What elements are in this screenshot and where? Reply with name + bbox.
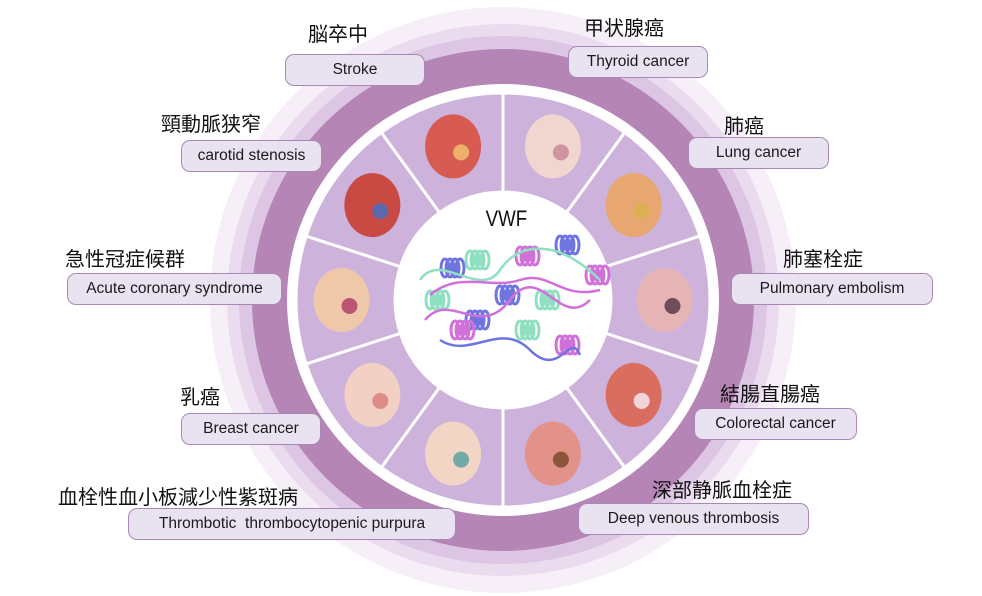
- protein-helix: [464, 319, 476, 341]
- protein-loop: [439, 337, 582, 362]
- label-stroke: Stroke: [285, 54, 425, 86]
- label-ttp: Thrombotic thrombocytopenic purpura: [128, 508, 456, 540]
- protein-helix: [464, 249, 476, 271]
- skin-purpura-icon: [344, 362, 401, 427]
- protein-helix: [474, 309, 486, 331]
- label-breast: Breast cancer: [181, 413, 321, 445]
- label-dvt: Deep venous thrombosis: [578, 503, 809, 535]
- label-jp-thyroid: 甲状腺癌: [584, 16, 664, 40]
- protein-helix: [524, 245, 536, 267]
- leg-veins-icon: [425, 421, 482, 486]
- protein-helix: [589, 264, 601, 286]
- colon-icon: [524, 421, 581, 486]
- protein-helix: [569, 334, 581, 356]
- protein-helix: [539, 289, 551, 311]
- protein-helix: [519, 245, 531, 267]
- protein-structure-icon: [418, 234, 611, 362]
- protein-helix: [569, 234, 581, 256]
- label-acs: Acute coronary syndrome: [67, 273, 282, 305]
- protein-helix: [519, 319, 531, 341]
- label-jp-dvt: 深部静脈血栓症: [652, 478, 792, 502]
- protein-helix: [434, 289, 446, 311]
- thyroid-icon: [605, 173, 662, 238]
- label-jp-colorectal: 結腸直腸癌: [720, 382, 820, 406]
- center-title: VWF: [485, 206, 528, 231]
- protein-helix: [514, 245, 526, 267]
- protein-helix: [469, 249, 481, 271]
- label-jp-lung: 肺癌: [724, 114, 764, 138]
- icon-layer: [313, 114, 693, 486]
- label-colorectal: Colorectal cancer: [694, 408, 857, 440]
- protein-helix: [479, 249, 491, 271]
- protein-helix: [444, 257, 456, 279]
- breast-icon: [313, 268, 370, 332]
- label-jp-pe: 肺塞栓症: [783, 247, 863, 271]
- protein-loop: [424, 286, 591, 321]
- label-jp-carotid: 頸動脈狭窄: [161, 112, 261, 136]
- protein-helix: [454, 319, 466, 341]
- protein-helix: [494, 284, 506, 306]
- label-pe: Pulmonary embolism: [731, 273, 933, 305]
- label-carotid: carotid stenosis: [181, 140, 322, 172]
- protein-helix: [514, 319, 526, 341]
- protein-helix: [529, 319, 541, 341]
- protein-helix: [564, 234, 576, 256]
- pulmonary-artery-icon: [605, 362, 662, 427]
- protein-helix: [474, 249, 486, 271]
- protein-helix: [599, 264, 611, 286]
- protein-helix: [479, 309, 491, 331]
- label-jp-acs: 急性冠症候群: [65, 247, 185, 271]
- protein-helix: [459, 319, 471, 341]
- protein-helix: [549, 289, 561, 311]
- label-jp-ttp: 血栓性血小板減少性紫斑病: [58, 485, 298, 509]
- lungs-icon: [636, 268, 693, 332]
- protein-helix: [564, 334, 576, 356]
- protein-helix: [439, 257, 451, 279]
- protein-loop: [418, 247, 601, 282]
- protein-helix: [454, 257, 466, 279]
- carotid-artery-icon: [425, 114, 482, 179]
- label-jp-breast: 乳癌: [180, 385, 220, 409]
- label-lung: Lung cancer: [688, 137, 829, 169]
- protein-helix: [524, 319, 536, 341]
- brain-icon: [524, 114, 581, 179]
- protein-helix: [449, 319, 461, 341]
- protein-helix: [554, 334, 566, 356]
- protein-loop: [429, 276, 601, 296]
- protein-helix: [499, 284, 511, 306]
- label-thyroid: Thyroid cancer: [568, 46, 708, 78]
- protein-helix: [509, 284, 521, 306]
- protein-helix: [424, 289, 436, 311]
- protein-helix: [529, 245, 541, 267]
- label-jp-stroke: 脳卒中: [308, 22, 368, 46]
- protein-helix: [554, 234, 566, 256]
- heart-icon: [344, 173, 401, 238]
- protein-helix: [449, 257, 461, 279]
